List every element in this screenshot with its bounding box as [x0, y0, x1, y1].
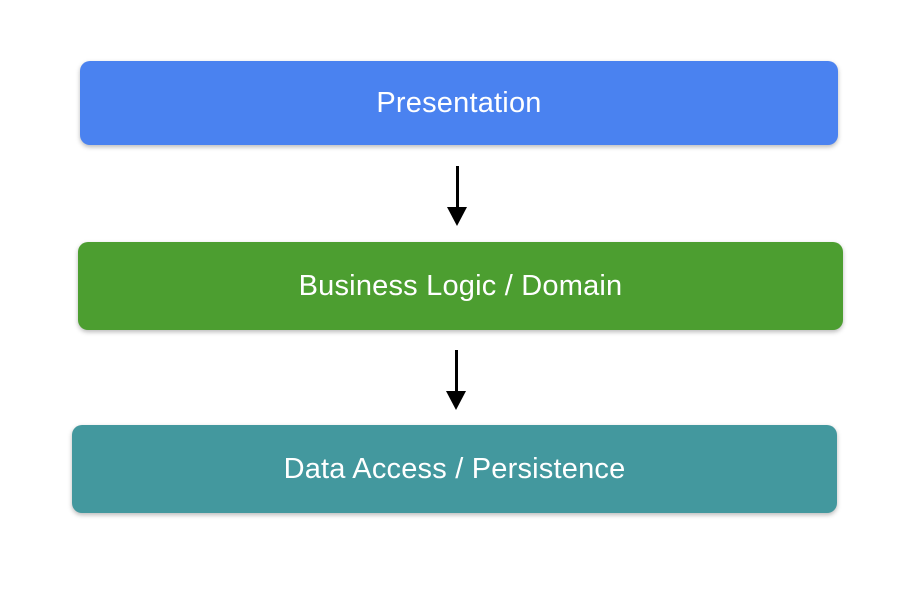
connector-arrow-down-2	[446, 350, 466, 410]
connector-arrow-down-1	[447, 166, 467, 226]
layer-label-presentation: Presentation	[376, 86, 542, 119]
layer-label-data-access: Data Access / Persistence	[283, 452, 626, 485]
arrow-shaft	[455, 166, 459, 207]
layer-box-data-access: Data Access / Persistence	[72, 425, 837, 513]
arrow-head-icon	[447, 207, 467, 226]
arrow-head-icon	[446, 391, 466, 410]
layer-box-presentation: Presentation	[80, 61, 838, 145]
layer-label-business-logic: Business Logic / Domain	[298, 269, 623, 302]
layer-box-business-logic: Business Logic / Domain	[78, 242, 843, 330]
arrow-shaft	[454, 350, 458, 391]
